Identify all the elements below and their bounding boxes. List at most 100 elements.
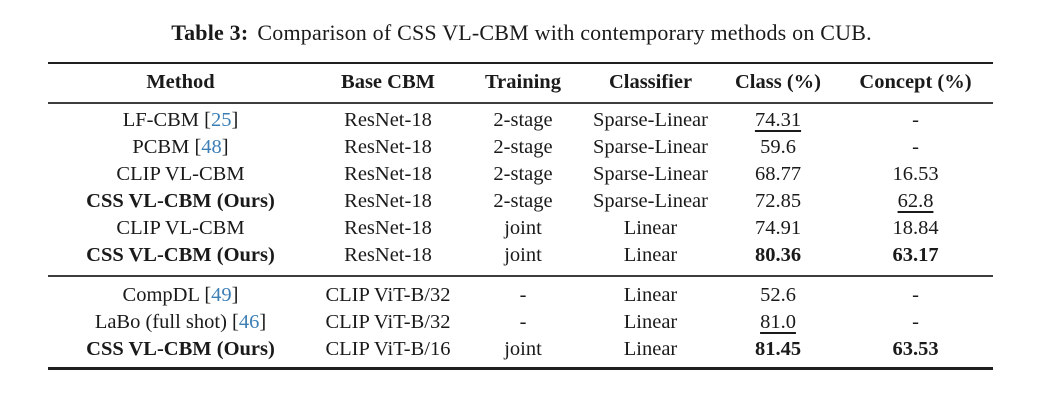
- cell-training: 2-stage: [493, 109, 553, 131]
- table-row: CLIP VL-CBM ResNet-18 joint Linear 74.91 18.8…: [48, 215, 993, 242]
- cell-class-pct: 74.91: [718, 215, 838, 242]
- cell-class-pct: 59.6: [718, 134, 838, 161]
- cell-concept-pct: -: [838, 309, 993, 336]
- cell-method: LF-CBM [25]: [122, 109, 239, 131]
- cell-method: CSS VL-CBM (Ours): [48, 188, 313, 215]
- col-header-training: Training: [485, 71, 561, 93]
- col-header-class-pct: Class (%): [735, 71, 821, 93]
- col-header-concept-pct: Concept (%): [859, 71, 972, 93]
- col-header-classifier: Classifier: [608, 71, 693, 93]
- cell-concept-pct-value: -: [912, 109, 919, 131]
- cell-concept-pct-value: 63.17: [892, 244, 939, 266]
- cell-class-pct-value: 59.6: [760, 136, 796, 158]
- cell-base-cbm: ResNet-18: [344, 190, 432, 212]
- cell-base-cbm: ResNet-18: [344, 136, 432, 158]
- cell-concept-pct: 62.8: [838, 188, 993, 215]
- cell-concept-pct-value: -: [912, 284, 919, 306]
- cell-classifier: Linear: [623, 244, 678, 266]
- cell-base-cbm: CLIP ViT-B/16: [325, 338, 451, 360]
- comparison-table: Method Base CBM Training Classifier Clas…: [48, 62, 993, 370]
- cell-classifier: Sparse-Linear: [593, 190, 708, 212]
- cell-training: 2-stage: [493, 163, 553, 185]
- table-header-row: Method Base CBM Training Classifier Clas…: [48, 63, 993, 103]
- cell-base-cbm: CLIP ViT-B/32: [325, 311, 451, 333]
- cell-base-cbm: CLIP ViT-B/32: [325, 284, 451, 306]
- method-name: PCBM: [132, 136, 190, 158]
- cell-base-cbm: ResNet-18: [344, 217, 432, 239]
- table-caption-text: Comparison of CSS VL-CBM with contempora…: [257, 20, 872, 45]
- method-name: LaBo (full shot): [94, 311, 227, 333]
- cell-training: -: [519, 311, 527, 333]
- cell-concept-pct: -: [838, 276, 993, 309]
- cell-method: CSS VL-CBM (Ours): [48, 336, 313, 369]
- cell-class-pct-value: 52.6: [760, 284, 796, 306]
- cell-concept-pct: 18.84: [838, 215, 993, 242]
- cell-classifier: Sparse-Linear: [593, 163, 708, 185]
- cell-concept-pct-value: 18.84: [892, 217, 939, 239]
- cell-class-pct-value: 68.77: [754, 163, 802, 185]
- cell-class-pct: 74.31: [718, 103, 838, 134]
- col-header-base-cbm: Base CBM: [341, 71, 435, 93]
- table-row: CSS VL-CBM (Ours) ResNet-18 2-stage Sparse-…: [48, 188, 993, 215]
- method-name: LF-CBM: [122, 109, 200, 131]
- cell-training: joint: [504, 217, 542, 239]
- cell-concept-pct: -: [838, 134, 993, 161]
- table-row: LaBo (full shot) [46] CLIP ViT-B/32 - Linea…: [48, 309, 993, 336]
- cell-classifier: Linear: [623, 311, 678, 333]
- cell-concept-pct: 63.17: [838, 242, 993, 276]
- method-name: CompDL: [122, 284, 200, 306]
- cell-concept-pct: 16.53: [838, 161, 993, 188]
- method-name: CLIP VL-CBM: [116, 217, 245, 239]
- cell-method: CLIP VL-CBM: [48, 215, 313, 242]
- method-name: CSS VL-CBM (Ours): [86, 190, 275, 212]
- citation-link[interactable]: 25: [210, 109, 232, 131]
- cell-concept-pct-value: 16.53: [892, 163, 939, 185]
- cell-method: PCBM [48]: [132, 136, 229, 158]
- cell-class-pct-value: 81.45: [754, 338, 802, 360]
- cell-base-cbm: ResNet-18: [344, 244, 432, 266]
- cell-concept-pct-value: 62.8: [897, 190, 934, 212]
- cell-class-pct: 68.77: [718, 161, 838, 188]
- cell-training: joint: [504, 244, 542, 266]
- cell-method: CLIP VL-CBM: [48, 161, 313, 188]
- cell-class-pct-value: 80.36: [754, 244, 802, 266]
- cell-class-pct-value: 74.91: [754, 217, 802, 239]
- cell-classifier: Linear: [623, 284, 678, 306]
- cell-concept-pct-value: -: [912, 136, 919, 158]
- cell-class-pct: 80.36: [718, 242, 838, 276]
- citation-link[interactable]: 49: [211, 284, 232, 306]
- cell-concept-pct: 63.53: [838, 336, 993, 369]
- table-caption-label: Table 3:: [171, 20, 249, 45]
- cell-concept-pct: -: [838, 103, 993, 134]
- cell-class-pct-value: 74.31: [754, 109, 802, 131]
- cell-classifier: Sparse-Linear: [593, 109, 708, 131]
- cell-method: CSS VL-CBM (Ours): [48, 242, 313, 276]
- cell-classifier: Linear: [623, 217, 678, 239]
- table-caption: Table 3: Comparison of CSS VL-CBM with co…: [0, 0, 1043, 46]
- method-name: CSS VL-CBM (Ours): [86, 338, 275, 360]
- cell-class-pct: 72.85: [718, 188, 838, 215]
- table-row: CSS VL-CBM (Ours) ResNet-18 joint Linear 80.…: [48, 242, 993, 276]
- cell-classifier: Linear: [623, 338, 678, 360]
- method-name: CLIP VL-CBM: [116, 163, 245, 185]
- cell-method: LaBo (full shot) [46]: [94, 311, 267, 333]
- col-header-method: Method: [146, 71, 215, 93]
- cell-training: 2-stage: [493, 190, 553, 212]
- citation-link[interactable]: 46: [238, 311, 260, 333]
- citation-link[interactable]: 48: [201, 136, 222, 158]
- cell-training: 2-stage: [493, 136, 553, 158]
- cell-method: CompDL [49]: [122, 284, 239, 306]
- cell-base-cbm: ResNet-18: [344, 109, 432, 131]
- cell-class-pct-value: 81.0: [760, 311, 796, 333]
- method-name: CSS VL-CBM (Ours): [86, 244, 275, 266]
- table-row: LF-CBM [25] ResNet-18 2-stage Sparse-Linear…: [48, 103, 993, 134]
- cell-class-pct: 81.0: [718, 309, 838, 336]
- cell-concept-pct-value: -: [912, 311, 919, 333]
- cell-class-pct: 52.6: [718, 276, 838, 309]
